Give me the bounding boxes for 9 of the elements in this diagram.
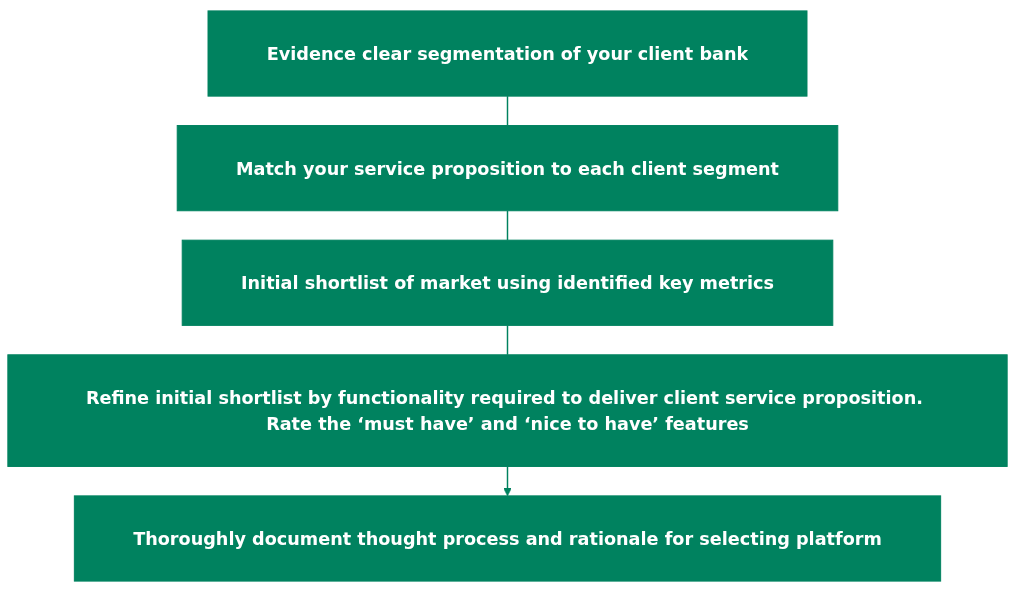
node-box: Match your service proposition to each client segment — [176, 125, 839, 212]
connector — [506, 324, 509, 356]
node-box: Initial shortlist of market using identified key metrics — [181, 239, 834, 326]
arrow — [503, 465, 512, 497]
connector — [506, 95, 509, 127]
node-box: Refine initial shortlist by functionality required to deliver client service proposition. Rate the ‘must have’ and ‘nice to have’ features — [7, 354, 1008, 467]
node-box: Thoroughly document thought process and rationale for selecting platform — [73, 495, 942, 582]
node-box: Evidence clear segmentation of your client bank — [207, 10, 808, 97]
connector — [506, 210, 509, 241]
